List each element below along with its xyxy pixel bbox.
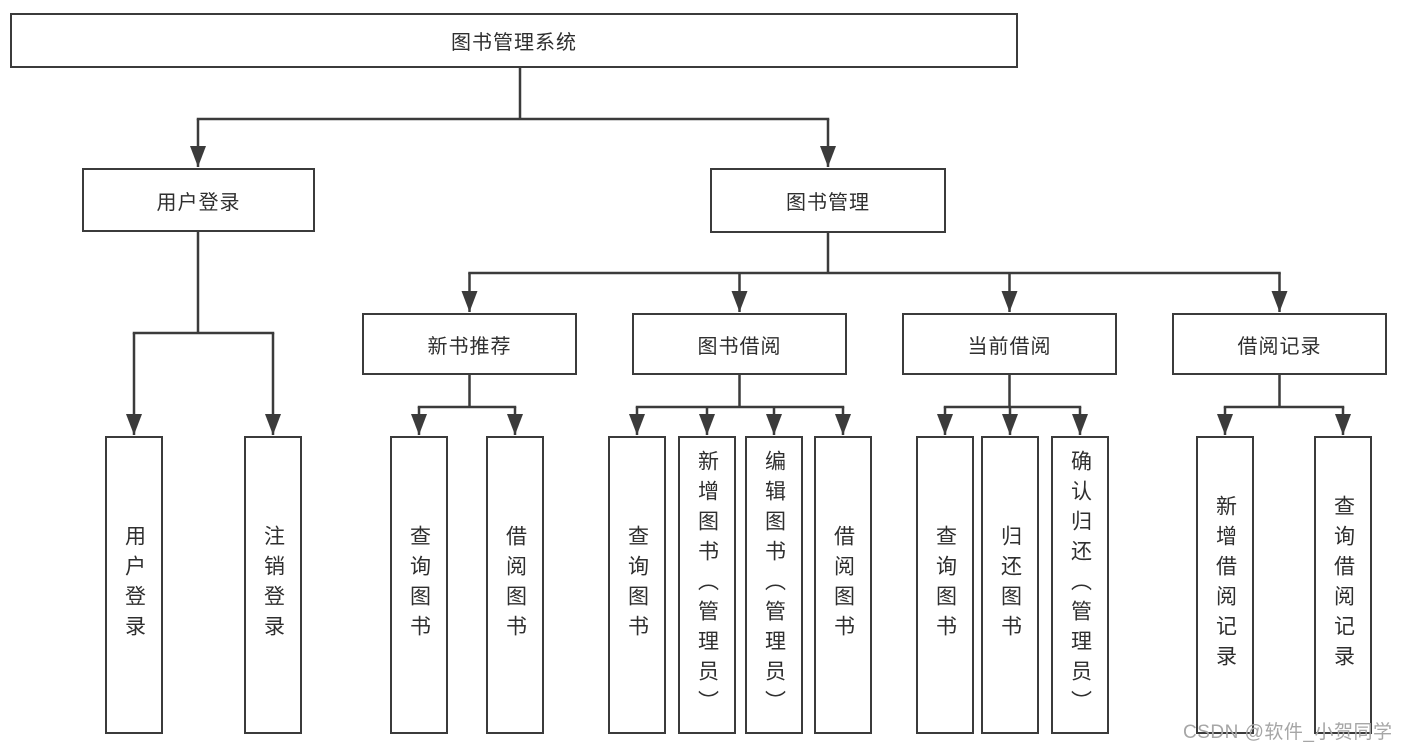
node-label: 归还图书 (998, 525, 1022, 645)
node-label: 用户登录 (156, 191, 241, 214)
leaf-user-login: 用户登录 (105, 436, 163, 734)
leaf-borrow-books-recommend: 借阅图书 (486, 436, 544, 734)
leaf-edit-books-admin: 编辑图书（管理员） (745, 436, 803, 734)
node-label: 查询图书 (407, 525, 431, 645)
node-label: 图书借阅 (697, 335, 782, 358)
node-label: 借阅图书 (831, 525, 855, 645)
leaf-query-books-borrow: 查询图书 (608, 436, 666, 734)
node-label: 新书推荐 (427, 335, 512, 358)
node-label: 借阅记录 (1237, 335, 1322, 358)
leaf-query-books-recommend: 查询图书 (390, 436, 448, 734)
node-book-management: 图书管理 (710, 168, 946, 233)
connector-arrows (126, 119, 1351, 435)
node-label: 图书管理 (786, 192, 870, 214)
node-label: 编辑图书（管理员） (762, 450, 786, 720)
leaf-confirm-return-admin: 确认归还（管理员） (1051, 436, 1109, 734)
node-label: 查询借阅记录 (1331, 495, 1355, 675)
node-label: 当前借阅 (967, 335, 1052, 358)
node-book-borrowing: 图书借阅 (632, 313, 847, 375)
node-user-login: 用户登录 (82, 168, 315, 232)
node-label: 注销登录 (261, 525, 285, 645)
node-borrow-records: 借阅记录 (1172, 313, 1387, 375)
node-label: 用户登录 (122, 525, 146, 645)
node-label: 查询图书 (933, 525, 957, 645)
leaf-add-borrow-record: 新增借阅记录 (1196, 436, 1254, 734)
csdn-watermark: CSDN @软件_小贺同学 (1183, 722, 1393, 743)
node-new-book-recommendation: 新书推荐 (362, 313, 577, 375)
node-label: 查询图书 (625, 525, 649, 645)
leaf-query-books-current: 查询图书 (916, 436, 974, 734)
node-library-system: 图书管理系统 (10, 13, 1018, 68)
node-label: 借阅图书 (503, 525, 527, 645)
leaf-logout: 注销登录 (244, 436, 302, 734)
leaf-borrow-books: 借阅图书 (814, 436, 872, 734)
leaf-return-books: 归还图书 (981, 436, 1039, 734)
node-label: 图书管理系统 (451, 32, 577, 54)
node-label: 新增图书（管理员） (695, 450, 719, 720)
leaf-add-books-admin: 新增图书（管理员） (678, 436, 736, 734)
node-label: 确认归还（管理员） (1068, 450, 1092, 720)
leaf-query-borrow-record: 查询借阅记录 (1314, 436, 1372, 734)
node-current-borrowing: 当前借阅 (902, 313, 1117, 375)
node-label: 新增借阅记录 (1213, 495, 1237, 675)
connector-segments (132, 64, 1345, 409)
